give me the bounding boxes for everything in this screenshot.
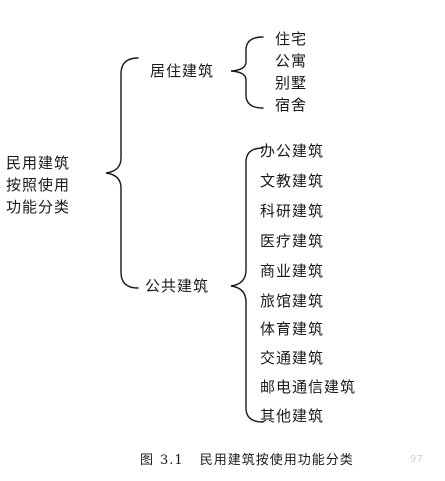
residential-item: 公寓	[275, 52, 308, 70]
caption-text: 民用建筑按使用功能分类	[199, 453, 354, 468]
root-line-3: 功能分类	[6, 198, 71, 216]
residential-item: 宿舍	[275, 96, 308, 114]
branch-public-label: 公共建筑	[145, 277, 210, 295]
public-item: 科研建筑	[260, 202, 325, 220]
public-item: 交通建筑	[260, 349, 325, 367]
figure-caption: 图 3.1 民用建筑按使用功能分类	[140, 452, 354, 470]
main-brace	[105, 57, 139, 289]
public-item: 医疗建筑	[260, 232, 325, 250]
root-node: 民用建筑 按照使用 功能分类	[6, 152, 88, 218]
residential-item: 别墅	[275, 74, 308, 92]
public-item: 旅馆建筑	[260, 292, 325, 310]
watermark: 97	[410, 454, 423, 465]
public-item: 文教建筑	[260, 172, 325, 190]
root-line-1: 民用建筑	[6, 154, 71, 172]
public-brace	[230, 147, 264, 423]
caption-figure: 图	[140, 453, 155, 468]
residential-brace	[230, 36, 264, 109]
public-item: 邮电通信建筑	[260, 378, 357, 396]
public-item: 其他建筑	[260, 407, 325, 425]
public-item: 办公建筑	[260, 142, 325, 160]
residential-item: 住宅	[275, 30, 308, 48]
public-item: 体育建筑	[260, 320, 325, 338]
root-line-2: 按照使用	[6, 176, 71, 194]
caption-number: 3.1	[160, 453, 184, 468]
branch-residential-label: 居住建筑	[150, 62, 215, 80]
public-item: 商业建筑	[260, 262, 325, 280]
